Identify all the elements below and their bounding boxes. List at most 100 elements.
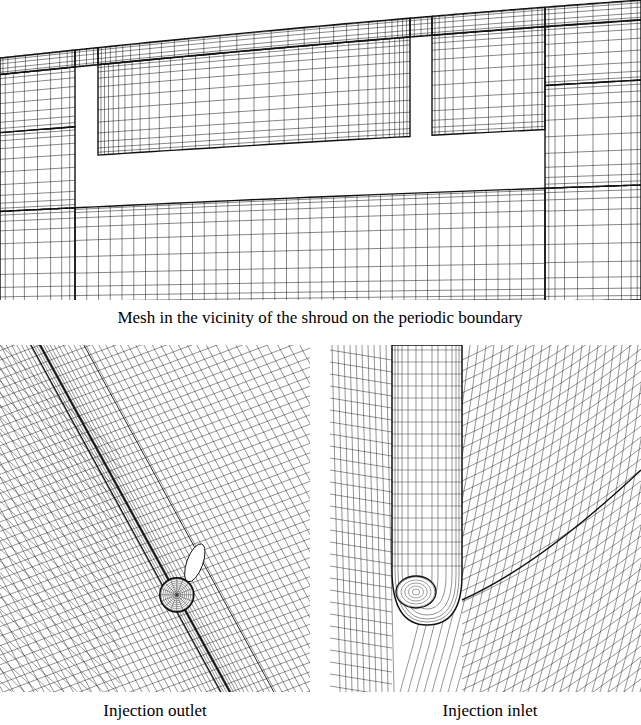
- mesh-line: [0, 597, 120, 692]
- mesh-line: [545, 174, 641, 177]
- mesh-line: [545, 116, 641, 121]
- mesh-line: [330, 458, 392, 468]
- mesh-line: [165, 583, 177, 595]
- mesh-line: [157, 204, 158, 300]
- mesh-line: [545, 38, 641, 44]
- mesh-line: [0, 154, 75, 159]
- mesh-line: [545, 181, 641, 184]
- injection-tube: [392, 345, 462, 625]
- mesh-line: [392, 566, 462, 567]
- mesh-line: [395, 345, 459, 622]
- mesh-line: [545, 1, 641, 8]
- shroud-mesh: [0, 0, 641, 300]
- mesh-line: [75, 295, 545, 300]
- mesh-line: [98, 100, 410, 122]
- mesh-line: [564, 188, 565, 300]
- mesh-line: [462, 569, 641, 679]
- mesh-line: [0, 537, 120, 647]
- mesh-line: [0, 609, 120, 692]
- mesh-line: [392, 554, 462, 555]
- mesh-line: [286, 198, 287, 300]
- mesh-line: [239, 200, 240, 300]
- mesh-line: [462, 345, 641, 448]
- mesh-line: [177, 583, 189, 595]
- mesh-line: [462, 525, 641, 635]
- mesh-line: [0, 442, 310, 692]
- mesh-line: [0, 647, 310, 692]
- mesh-line: [24, 210, 25, 300]
- mesh-line: [0, 537, 310, 692]
- mesh-line: [75, 226, 545, 241]
- mesh-line: [380, 345, 388, 692]
- wall-edge: [84, 345, 310, 692]
- mesh-line: [462, 492, 641, 602]
- mesh-line: [0, 135, 75, 141]
- mesh-line: [75, 245, 545, 257]
- figure-caption: Mesh in the vicinity of the shroud on th…: [115, 308, 524, 328]
- mesh-line: [0, 97, 75, 104]
- mesh-line: [98, 87, 410, 110]
- block-boundary: [545, 185, 641, 300]
- mesh-line: [330, 422, 392, 432]
- mesh-line: [160, 594, 177, 595]
- mesh-line: [462, 404, 641, 514]
- mesh-line: [169, 203, 170, 300]
- mesh-line: [0, 257, 75, 259]
- mesh-line: [0, 345, 310, 446]
- mesh-line: [330, 578, 392, 588]
- mesh-line: [568, 345, 638, 692]
- mesh-line: [330, 446, 392, 456]
- mesh-line: [75, 211, 545, 228]
- mesh-line: [462, 371, 641, 481]
- mesh-line: [0, 501, 120, 611]
- figure-caption: Injection outlet: [101, 701, 208, 721]
- mesh-line: [462, 345, 641, 426]
- mesh-line: [0, 78, 75, 85]
- mesh-line: [392, 398, 462, 399]
- mesh-line: [145, 204, 146, 300]
- mesh-line: [0, 417, 120, 527]
- mesh-line: [0, 525, 120, 635]
- mesh-line: [0, 513, 120, 623]
- mesh-line: [75, 59, 98, 61]
- mesh-line: [98, 133, 410, 152]
- mesh-line: [509, 190, 510, 300]
- mesh-line: [0, 71, 75, 78]
- mesh-line: [0, 371, 310, 635]
- block-boundary: [0, 208, 75, 300]
- mesh-line: [404, 194, 405, 300]
- mesh-line: [98, 40, 410, 67]
- mesh-line: [462, 382, 641, 492]
- mesh-line: [0, 505, 310, 692]
- mesh-line: [432, 121, 545, 127]
- mesh-line: [545, 23, 641, 30]
- mesh-line: [0, 623, 310, 692]
- mesh-line: [330, 626, 392, 636]
- mesh-line: [545, 71, 641, 77]
- mesh-line: [536, 345, 606, 692]
- mesh-line: [0, 481, 310, 692]
- block-boundary: [0, 127, 75, 212]
- mesh-line: [0, 369, 120, 479]
- mesh-line: [0, 645, 120, 692]
- mesh-line: [392, 446, 462, 447]
- mesh-line: [330, 506, 392, 516]
- mesh-line: [180, 203, 181, 300]
- mesh-line: [392, 350, 462, 351]
- block-boundary: [545, 20, 641, 85]
- mesh-line: [357, 195, 358, 300]
- mesh-line: [0, 345, 198, 692]
- mesh-line: [274, 199, 275, 300]
- mesh-line: [410, 29, 432, 31]
- mesh-line: [330, 362, 392, 372]
- mesh-line: [368, 195, 369, 300]
- mesh-line: [0, 345, 310, 477]
- mesh-line: [356, 345, 364, 692]
- mesh-line: [298, 198, 299, 300]
- hole-ring: [405, 583, 428, 601]
- mesh-line: [0, 600, 310, 692]
- mesh-line: [330, 614, 392, 624]
- mesh-line: [75, 279, 545, 287]
- mesh-line: [415, 193, 416, 300]
- mesh-line: [368, 345, 376, 692]
